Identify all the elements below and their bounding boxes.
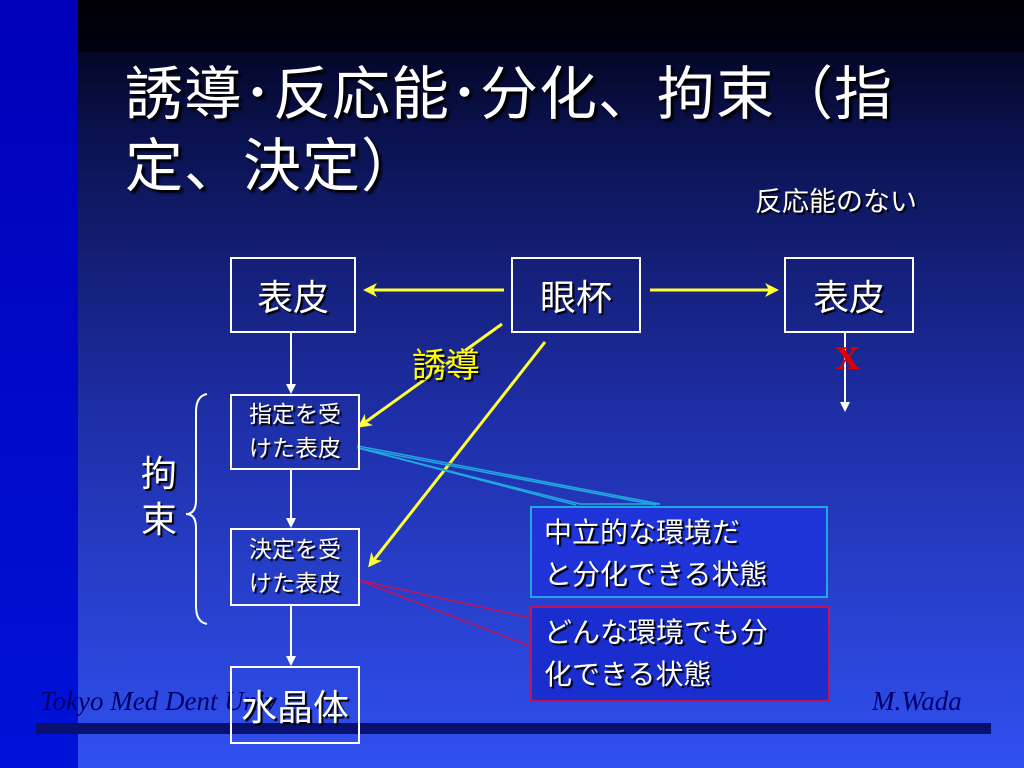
- box-optic-cup-label: 眼杯: [539, 278, 612, 319]
- footer-institution: Tokyo Med Dent Univ: [40, 686, 277, 716]
- callout-neutral-line1: 中立的な環境だ: [544, 516, 741, 549]
- arrow-induction-to-determined: [368, 341, 547, 568]
- blocked-x-mark: X: [836, 342, 860, 377]
- box-lens: 水晶体: [230, 666, 360, 744]
- box-epidermis-right-label: 表皮: [812, 278, 885, 319]
- box-determined-line2: けた表皮: [249, 571, 341, 597]
- box-epidermis-right: 表皮: [784, 257, 914, 333]
- box-specified-line1: 指定を受: [249, 402, 341, 428]
- label-induction: 誘導: [412, 346, 480, 386]
- callout-any-line2: 化できる状態: [544, 658, 712, 691]
- box-specified-epidermis: 指定を受 けた表皮: [230, 394, 360, 470]
- callout-any-pointer: [357, 579, 541, 621]
- callout-any-line1: どんな環境でも分: [544, 616, 769, 649]
- box-specified-line2: けた表皮: [249, 436, 341, 462]
- box-determined-line1: 決定を受: [249, 537, 341, 563]
- left-accent-bar: [0, 0, 78, 768]
- box-optic-cup: 眼杯: [511, 257, 641, 333]
- arrow-induction-to-specified: [357, 322, 503, 428]
- slide-title: 誘導･反応能･分化、拘束（指定、決定）: [125, 60, 894, 200]
- box-epidermis-left: 表皮: [230, 257, 356, 333]
- box-determined-epidermis: 決定を受 けた表皮: [230, 528, 360, 606]
- footer-author: M.Wada: [872, 686, 962, 716]
- callout-neutral-line2: と分化できる状態: [544, 558, 768, 591]
- callout-any-environment: どんな環境でも分 化できる状態: [530, 606, 830, 702]
- callout-neutral-pointer: [357, 445, 661, 505]
- box-lens-label: 水晶体: [240, 688, 349, 729]
- subtitle-no-competence: 反応能のない: [755, 187, 917, 218]
- top-dark-band: [78, 0, 1024, 52]
- restriction-bracket: [185, 393, 208, 625]
- label-restriction-char2: 束: [140, 500, 177, 541]
- box-epidermis-left-label: 表皮: [256, 278, 329, 319]
- label-restriction-char1: 拘: [140, 454, 177, 495]
- callout-neutral-environment: 中立的な環境だ と分化できる状態: [530, 506, 828, 598]
- footer-line: [36, 723, 991, 734]
- label-restriction: 拘 束: [134, 452, 184, 544]
